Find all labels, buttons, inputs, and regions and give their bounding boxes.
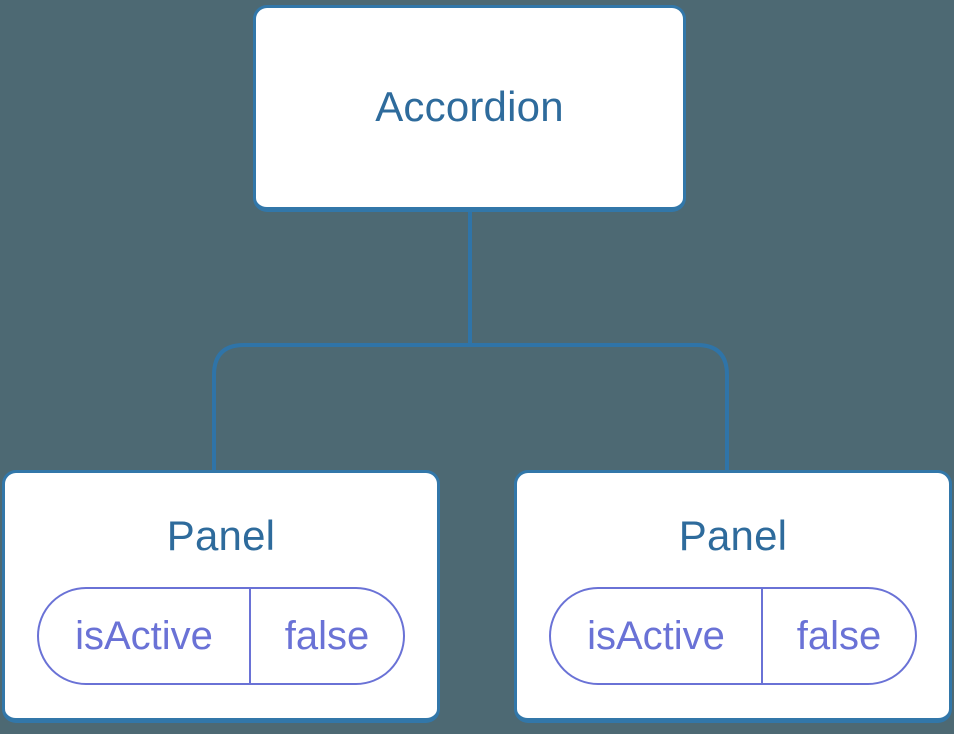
state-name: isActive (39, 589, 251, 684)
state-value: false (796, 613, 882, 658)
connector-bracket (212, 343, 729, 472)
panel-node-label: Panel (678, 512, 788, 559)
accordion-node-label: Accordion (375, 83, 564, 131)
state-pill: isActive false (37, 587, 405, 686)
state-pill: isActive false (549, 587, 917, 686)
panel-node-left: Panel isActive false (2, 470, 440, 723)
accordion-node: Accordion (253, 5, 686, 212)
panel-node-label: Panel (166, 512, 276, 559)
panel-node-right: Panel isActive false (514, 470, 952, 723)
state-value: false (284, 613, 370, 658)
state-name: isActive (551, 589, 763, 684)
